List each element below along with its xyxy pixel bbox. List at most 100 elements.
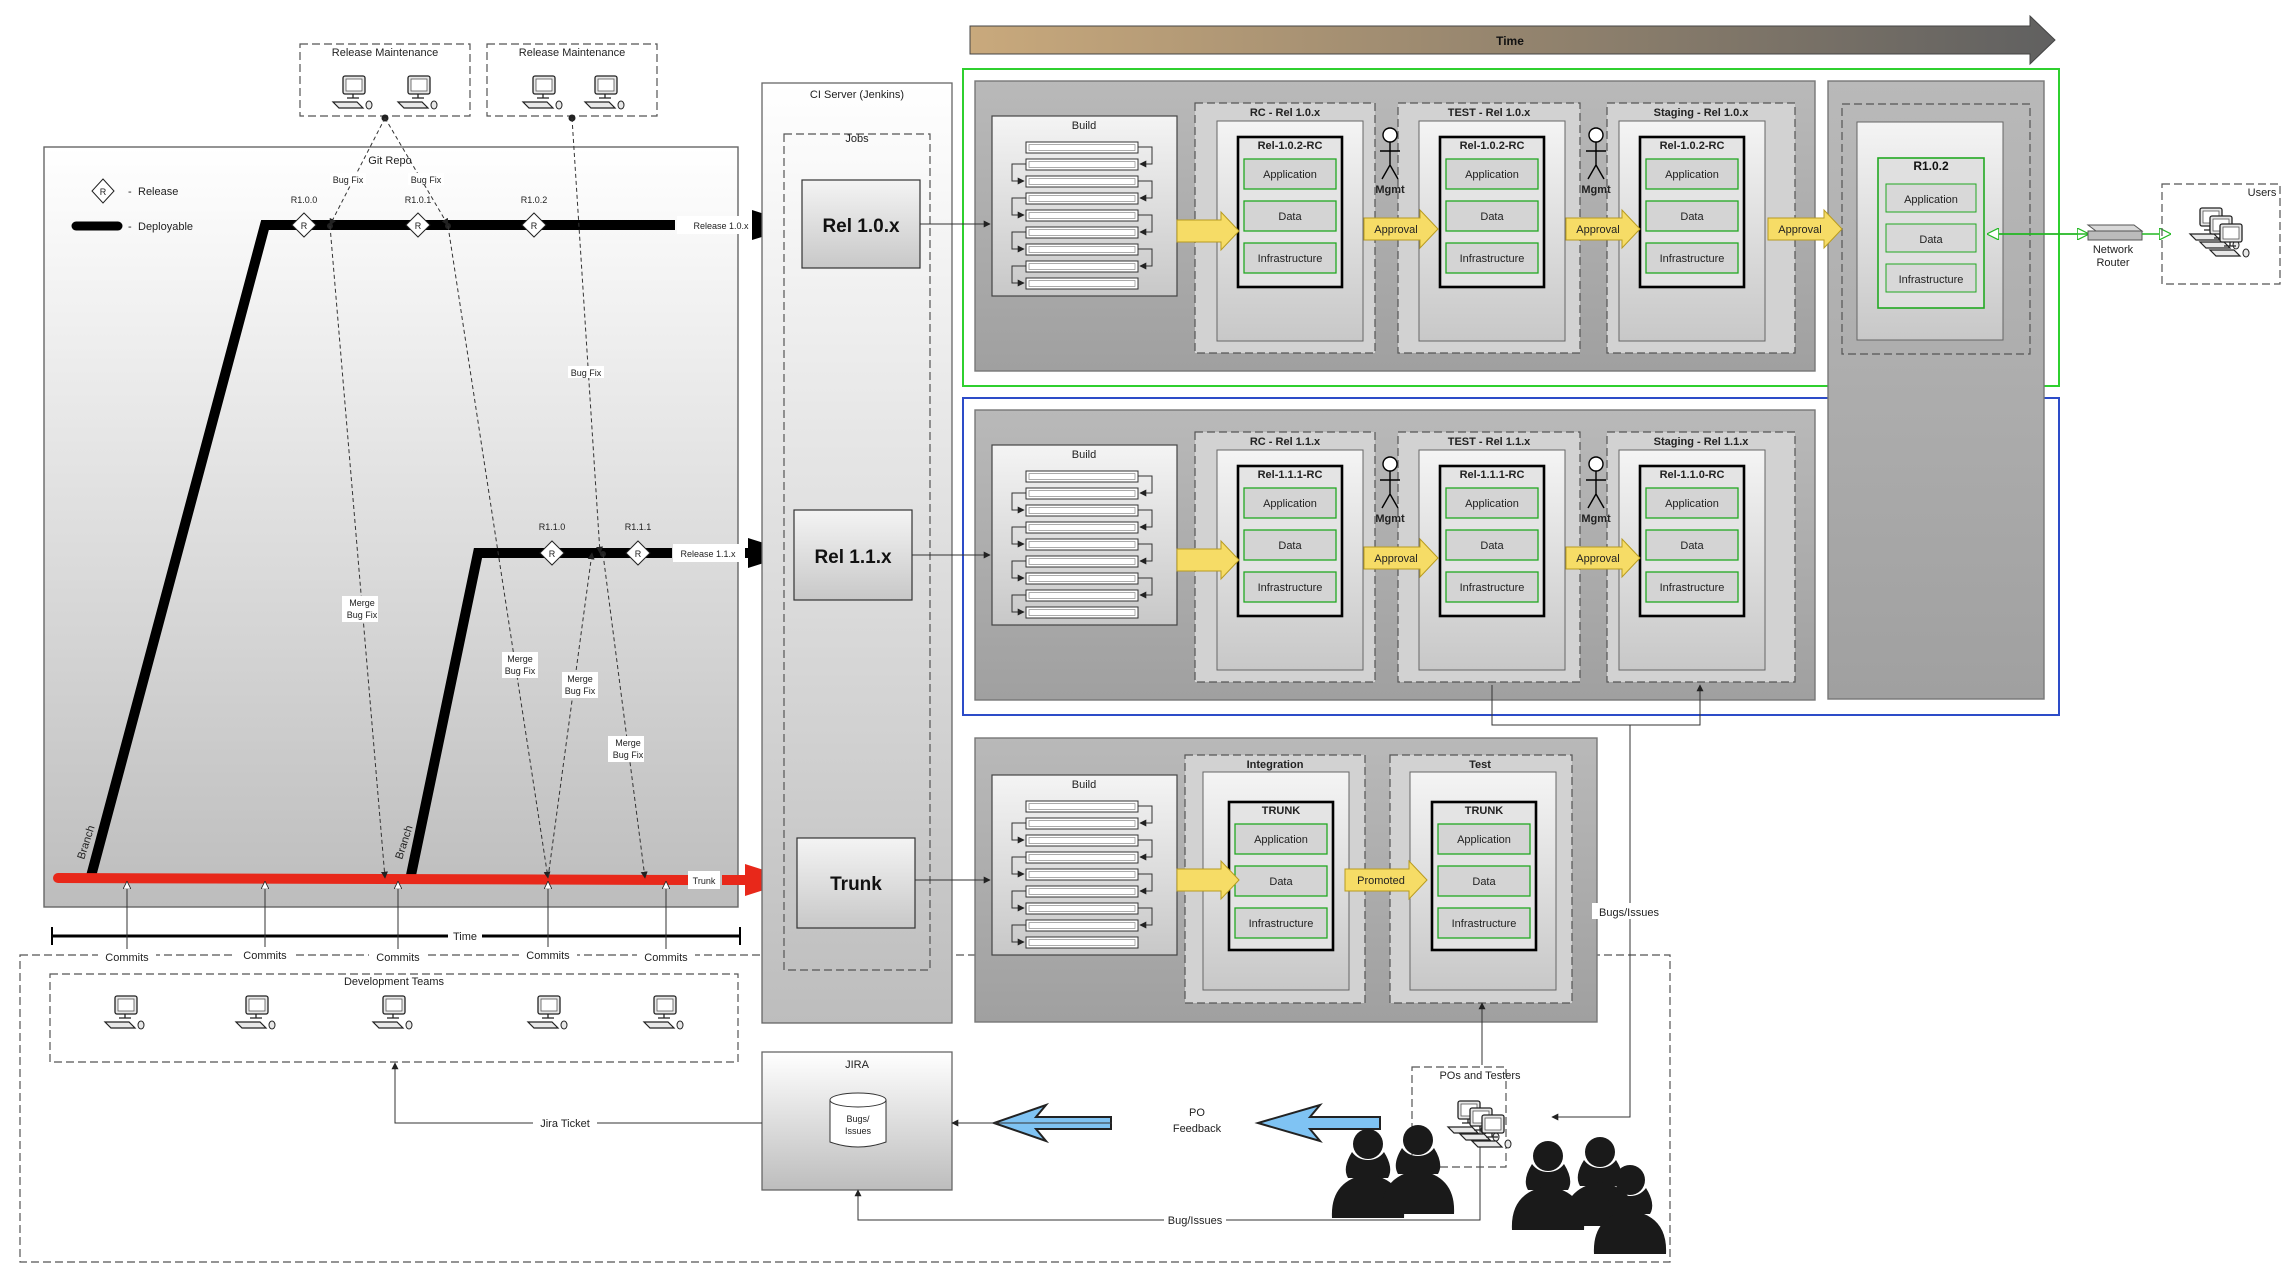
bug-fix-flows: Bug Fix Bug Fix Bug Fix Merge Bug Fix Me… (327, 114, 648, 879)
build-step (1025, 141, 1139, 154)
build-step (1025, 936, 1139, 949)
svg-text:Application: Application (1904, 194, 1958, 206)
layer-box (1243, 487, 1337, 519)
layer-label: Data (1480, 211, 1504, 223)
layer-label: Data (1480, 540, 1504, 552)
stage-rc-title: RC - Rel 1.1.x (1250, 436, 1321, 448)
build-step (1025, 589, 1139, 602)
svg-text:Development Teams: Development Teams (344, 976, 445, 988)
svg-text:Bugs/: Bugs/ (846, 1114, 870, 1124)
job-trunk[interactable]: Trunk (796, 837, 916, 929)
svg-text:Merge: Merge (507, 654, 533, 664)
svg-text:R: R (549, 549, 556, 559)
build-step-inner (1028, 473, 1136, 480)
build-step (1025, 487, 1139, 500)
layer-box (1445, 571, 1539, 603)
mgmt-label: Mgmt (1375, 184, 1405, 196)
stage-rc-title: RC - Rel 1.0.x (1250, 107, 1321, 119)
approval-arrow (1363, 537, 1439, 579)
layer-box (1445, 529, 1539, 561)
mgmt-figure (1586, 142, 1606, 180)
svg-text:Network: Network (2093, 244, 2134, 256)
layer-label: Data (1269, 876, 1293, 888)
timeline-bottom: Time (51, 927, 741, 945)
layer-box (1445, 200, 1539, 232)
svg-text:Release Maintenance: Release Maintenance (519, 47, 625, 59)
build-step (1025, 834, 1139, 847)
stage-integration-title: Integration (1247, 759, 1304, 771)
build-step-inner (1028, 922, 1136, 929)
job-rel-1-0[interactable]: Rel 1.0.x (801, 179, 921, 269)
bundle-title: Rel-1.0.2-RC (1660, 140, 1725, 152)
branch-release-1-0-label: Release 1.0.x (693, 221, 749, 231)
build-label: Build (1072, 779, 1096, 791)
mgmt-label: Mgmt (1581, 184, 1611, 196)
build-step-inner (1028, 854, 1136, 861)
jira-panel: JIRA Bugs/ Issues (761, 1051, 953, 1191)
layer-label: Infrastructure (1460, 253, 1525, 265)
build-step (1025, 226, 1139, 239)
svg-text:Merge: Merge (615, 738, 641, 748)
build-step-inner (1028, 592, 1136, 599)
svg-text:Commits: Commits (376, 952, 420, 964)
layer-box (1645, 200, 1739, 232)
trunk-label: Trunk (693, 876, 716, 886)
svg-text:Bug Fix: Bug Fix (565, 686, 596, 696)
layer-box (1243, 242, 1337, 274)
ci-to-build-connectors (912, 220, 991, 884)
stage-test-title: TEST - Rel 1.1.x (1448, 436, 1531, 448)
build-loop (1138, 214, 1153, 236)
layer-label: Infrastructure (1249, 918, 1314, 930)
build-step (1025, 158, 1139, 171)
stage-staging-title: Staging - Rel 1.0.x (1654, 107, 1750, 119)
svg-text:Issues: Issues (845, 1126, 872, 1136)
layer-box (1234, 907, 1328, 939)
build-step (1025, 555, 1139, 568)
development-area (19, 954, 1671, 1263)
svg-text:Data: Data (1919, 234, 1943, 246)
bundle-title: TRUNK (1262, 805, 1301, 817)
layer-label: Infrastructure (1258, 582, 1323, 594)
svg-text:R1.0.1: R1.0.1 (405, 195, 432, 205)
bundle-title: TRUNK (1465, 805, 1504, 817)
legend-deployable-label: Deployable (138, 221, 193, 233)
ci-server-title: CI Server (Jenkins) (810, 89, 904, 101)
layer-box (1243, 158, 1337, 190)
svg-text:Merge: Merge (349, 598, 375, 608)
job-rel-1-1[interactable]: Rel 1.1.x (793, 509, 913, 601)
layer-box (1243, 529, 1337, 561)
layer-box (1234, 823, 1328, 855)
release-tag-1-1-1: RR1.1.1 (625, 522, 651, 566)
layer-label: Application (1254, 834, 1308, 846)
git-repo-panel: Git Repo R - Release - Deployable (43, 146, 739, 908)
layer-label: Infrastructure (1460, 582, 1525, 594)
po-feedback-arrows: PO Feedback (951, 1100, 1381, 1144)
build-loop (1138, 475, 1153, 497)
build-step (1025, 260, 1139, 273)
build-step (1025, 851, 1139, 864)
svg-text:Commits: Commits (644, 952, 688, 964)
build-loop (1011, 197, 1026, 219)
mgmt-figure (1380, 142, 1400, 180)
approval-arrow (1767, 208, 1843, 250)
layer-label: Application (1465, 498, 1519, 510)
build-label: Build (1072, 120, 1096, 132)
layer-box (1437, 823, 1531, 855)
build-step-inner (1028, 229, 1136, 236)
mgmt-figure (1586, 471, 1606, 509)
build-step-inner (1028, 888, 1136, 895)
build-loop (1138, 907, 1153, 929)
bottom-time-label: Time (453, 931, 477, 943)
bugs-issues-path: Bugs/Issues (1478, 684, 1704, 1121)
build-loop (1138, 248, 1153, 270)
build-step (1025, 902, 1139, 915)
legend-release-symbol: R (100, 187, 107, 197)
build-step (1025, 470, 1139, 483)
approval-arrow (1565, 537, 1641, 579)
bug-issues-flow: Bug/Issues (854, 1125, 1481, 1228)
layer-label: Data (1472, 876, 1496, 888)
release-1-0-environment-outline (962, 68, 2060, 387)
build-step-inner (1028, 837, 1136, 844)
